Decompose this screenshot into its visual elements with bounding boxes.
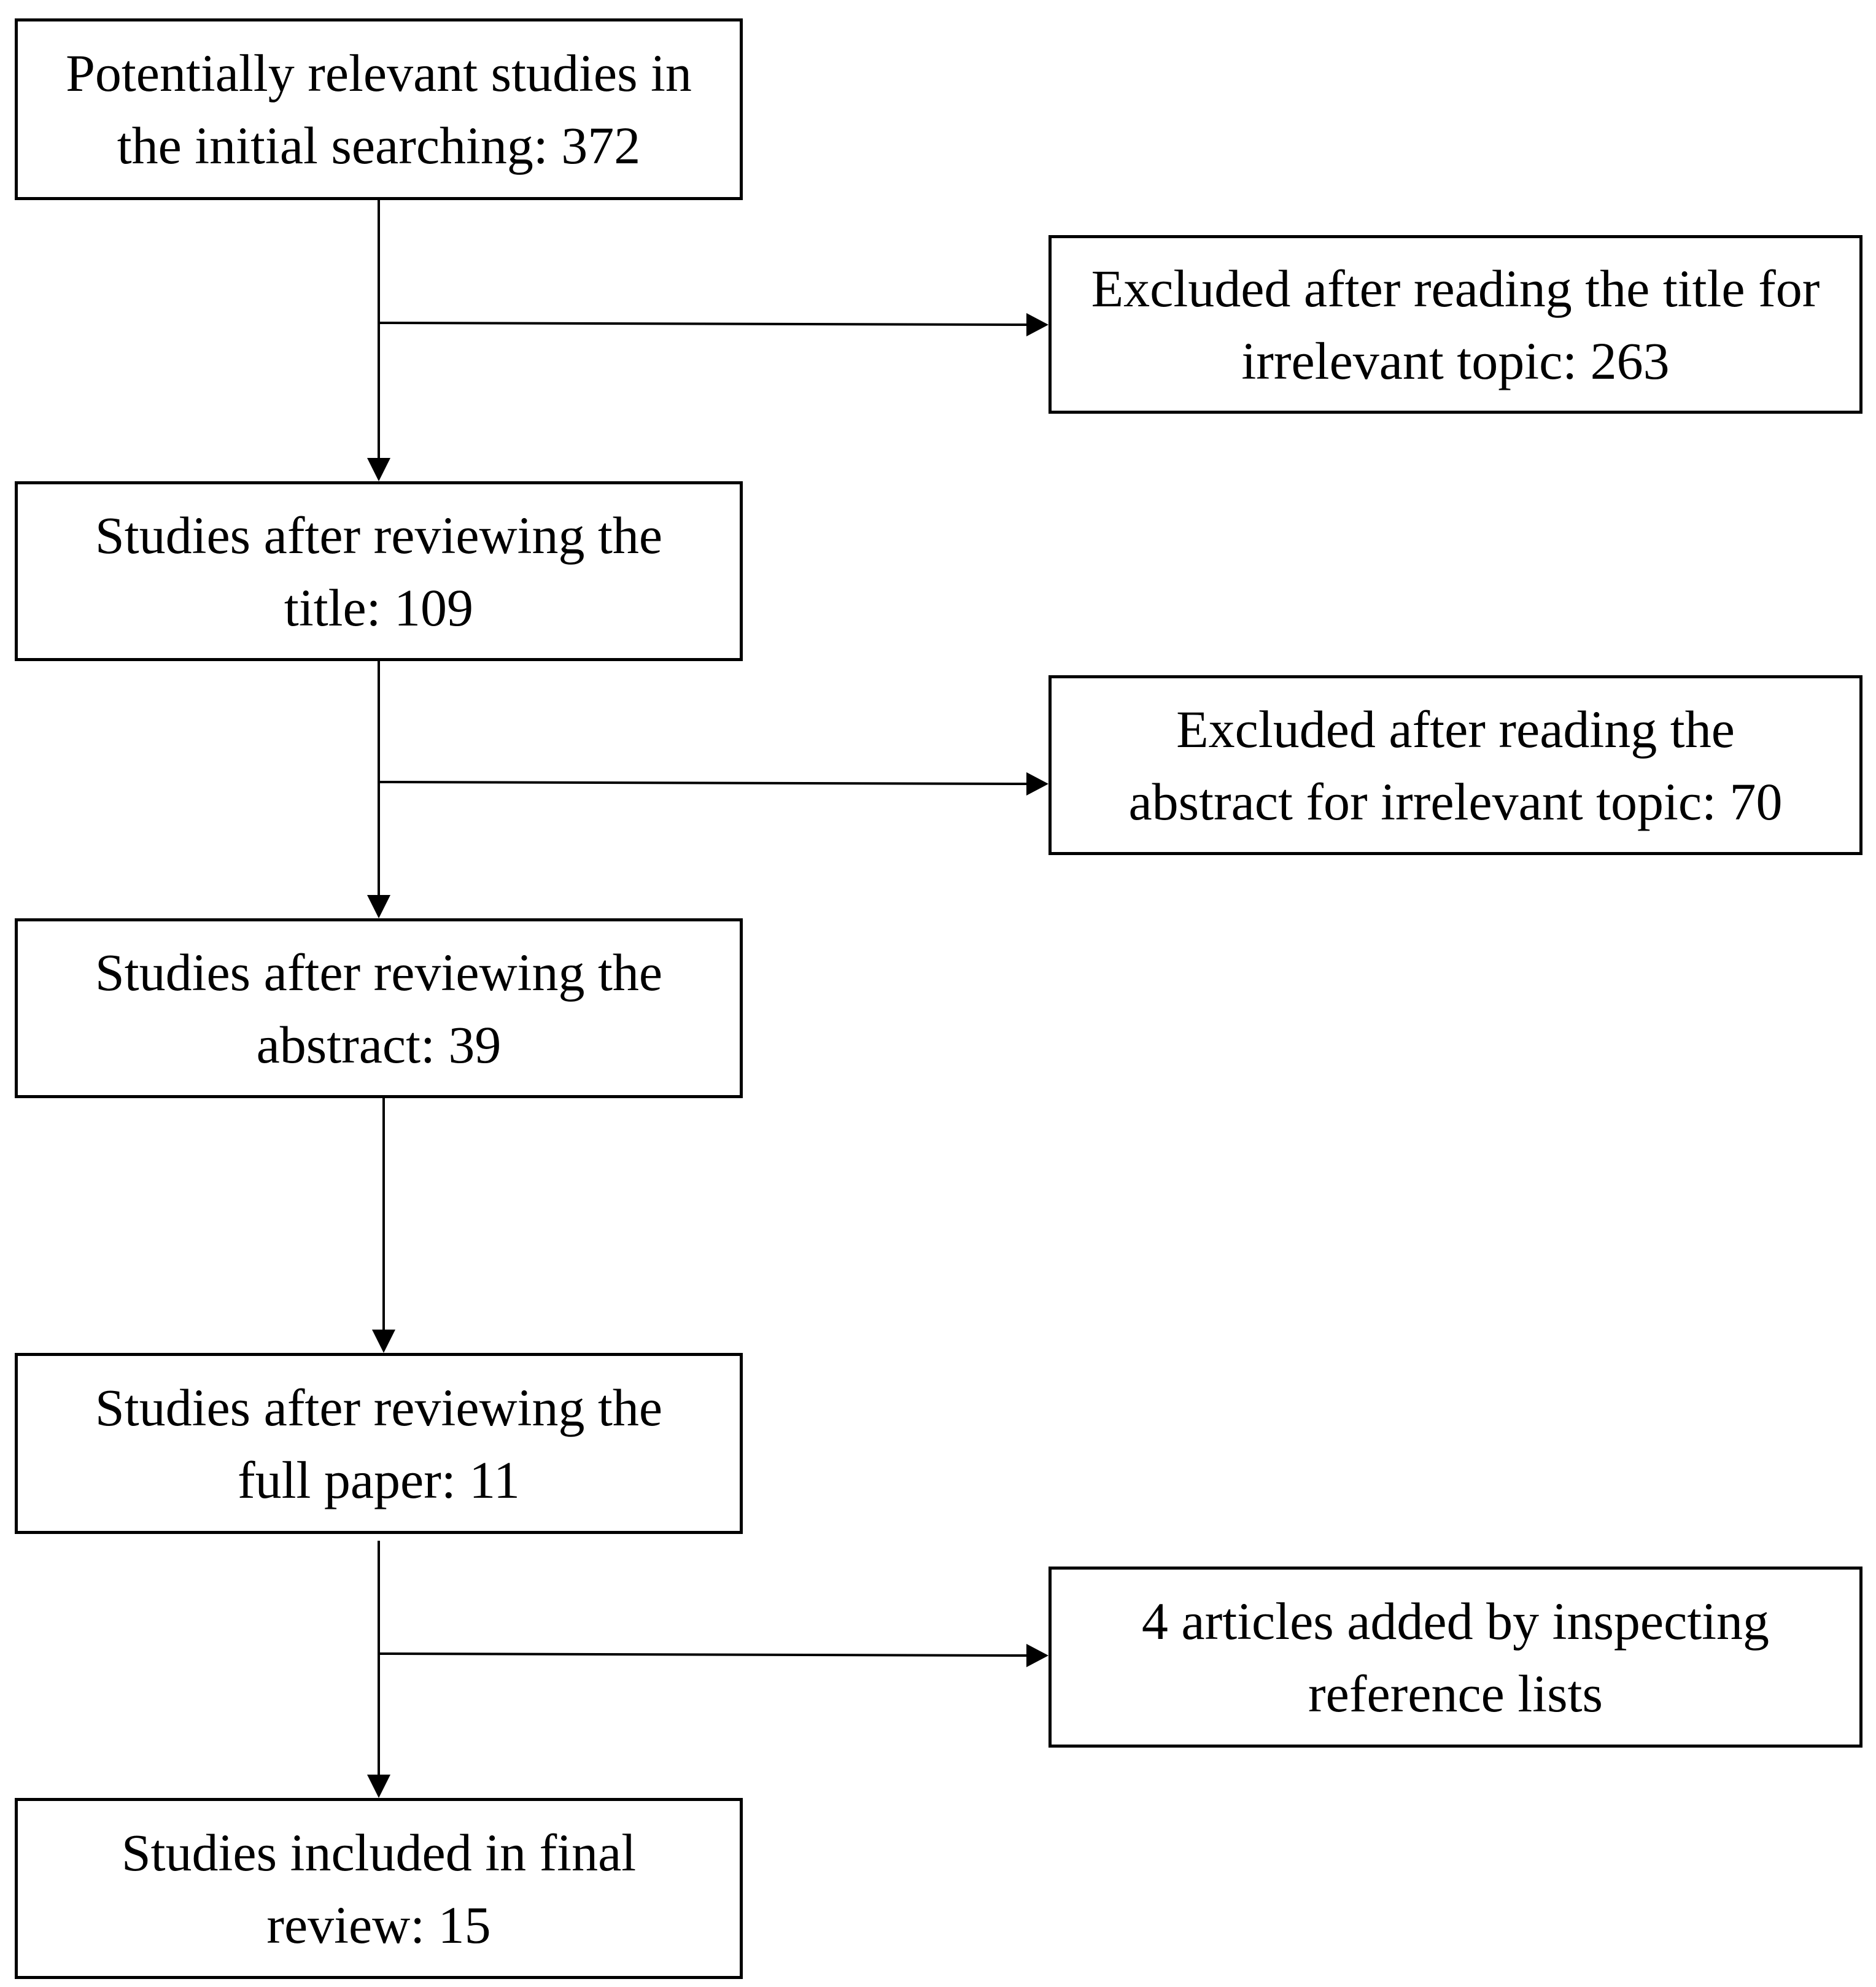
arrow-to-excluded-abstract — [378, 781, 1027, 785]
after-title-box: Studies after reviewing the title: 109 — [15, 481, 743, 661]
after-abstract-line1: Studies after reviewing the — [95, 942, 663, 1002]
arrow-to-added-references — [378, 1652, 1027, 1657]
after-title-line1: Studies after reviewing the — [95, 505, 663, 565]
initial-search-line2: the initial searching: 372 — [117, 116, 641, 175]
added-references-line1: 4 articles added by inspecting — [1141, 1591, 1770, 1651]
arrowhead-right-excluded-abstract — [1026, 772, 1048, 796]
after-full-paper-box: Studies after reviewing the full paper: … — [15, 1353, 743, 1534]
added-references-box: 4 articles added by inspecting reference… — [1048, 1567, 1862, 1748]
excluded-abstract-line2: abstract for irrelevant topic: 70 — [1128, 772, 1783, 831]
final-review-line2: review: 15 — [266, 1895, 491, 1954]
arrow-to-excluded-title — [378, 322, 1027, 326]
final-review-box: Studies included in final review: 15 — [15, 1798, 743, 1979]
arrowhead-right-excluded-title — [1026, 313, 1048, 336]
final-review-line1: Studies included in final — [121, 1822, 637, 1882]
after-title-line2: title: 109 — [284, 578, 474, 637]
initial-search-line1: Potentially relevant studies in — [66, 44, 692, 103]
arrowhead-down-title — [367, 458, 390, 481]
arrowhead-down-final — [367, 1775, 390, 1798]
excluded-title-line2: irrelevant topic: 263 — [1241, 331, 1670, 390]
arrowhead-right-added-references — [1026, 1644, 1048, 1667]
arrowhead-down-abstract — [367, 895, 390, 918]
after-full-paper-line1: Studies after reviewing the — [95, 1377, 663, 1437]
after-full-paper-line2: full paper: 11 — [237, 1450, 521, 1509]
arrowhead-down-fullpaper — [372, 1330, 395, 1353]
initial-search-box: Potentially relevant studies in the init… — [15, 18, 743, 200]
excluded-title-line1: Excluded after reading the title for — [1091, 258, 1820, 318]
after-abstract-box: Studies after reviewing the abstract: 39 — [15, 918, 743, 1098]
after-abstract-line2: abstract: 39 — [256, 1015, 502, 1074]
excluded-abstract-box: Excluded after reading the abstract for … — [1048, 675, 1862, 855]
excluded-title-box: Excluded after reading the title for irr… — [1048, 235, 1862, 414]
excluded-abstract-line1: Excluded after reading the — [1176, 699, 1735, 759]
added-references-line2: reference lists — [1308, 1664, 1603, 1723]
